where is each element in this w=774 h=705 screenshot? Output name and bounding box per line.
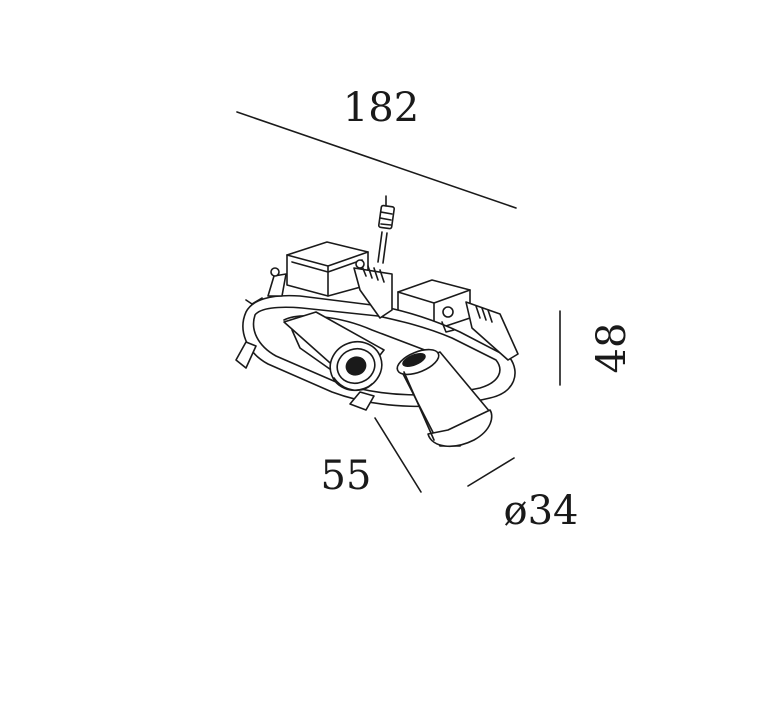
width-dimension-line [236, 111, 517, 209]
depth-dimension-line [374, 417, 422, 493]
connector-cable [377, 195, 396, 264]
height-dimension-label: 48 [589, 323, 635, 374]
left-housing-box [286, 241, 369, 297]
diameter-dimension-line [467, 457, 515, 487]
right-spotlight [396, 348, 493, 447]
left-spotlight [283, 311, 385, 392]
right-spring-clip [441, 301, 519, 361]
dimension-lines [236, 111, 561, 493]
fixture-illustration [235, 195, 519, 447]
depth-dimension-label: 55 [321, 453, 372, 499]
trim-inner-edge [252, 306, 501, 396]
diameter-dimension-label: ø34 [504, 488, 579, 534]
bottom-clip-tab [349, 391, 375, 411]
center-spring-clip [353, 259, 393, 319]
width-dimension-label: 182 [343, 85, 419, 131]
left-spring-clip [235, 267, 287, 369]
